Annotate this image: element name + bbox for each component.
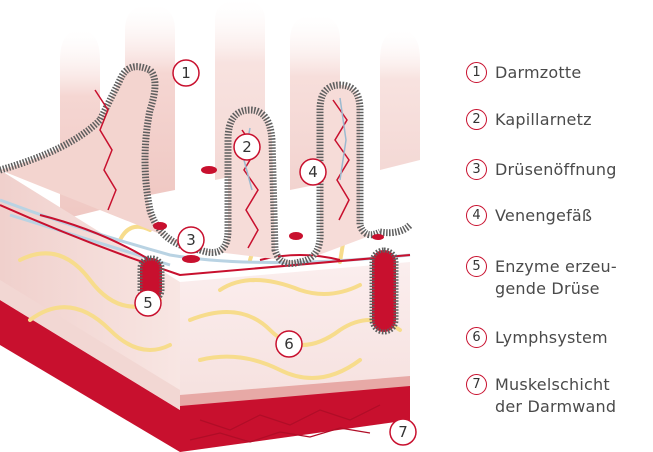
legend-item-6: 6 Lymphsystem — [466, 327, 608, 349]
legend-label: Muskelschicht der Darmwand — [495, 374, 616, 418]
legend-item-2: 2 Kapillarnetz — [466, 109, 592, 131]
marker-3: 3 — [178, 227, 204, 253]
legend-item-7: 7 Muskelschicht der Darmwand — [466, 374, 616, 418]
legend-number: 2 — [466, 109, 487, 130]
svg-text:5: 5 — [143, 294, 153, 312]
svg-text:3: 3 — [186, 231, 196, 249]
legend-item-3: 3 Drüsenöffnung — [466, 159, 617, 181]
legend-item-4: 4 Venengefäß — [466, 205, 592, 227]
legend-label: Lymphsystem — [495, 327, 608, 349]
legend-label: Darmzotte — [495, 62, 581, 84]
svg-text:2: 2 — [242, 138, 252, 156]
legend-number: 3 — [466, 159, 487, 180]
marker-6: 6 — [276, 331, 302, 357]
legend-label: Venengefäß — [495, 205, 592, 227]
legend-number: 5 — [466, 256, 487, 277]
legend-number: 4 — [466, 205, 487, 226]
marker-2: 2 — [234, 134, 260, 160]
svg-text:6: 6 — [284, 335, 294, 353]
legend-number: 1 — [466, 62, 487, 83]
svg-text:1: 1 — [181, 64, 191, 82]
marker-4: 4 — [300, 159, 326, 185]
marker-5: 5 — [135, 290, 161, 316]
legend-label: Drüsenöffnung — [495, 159, 617, 181]
legend-label: Kapillarnetz — [495, 109, 592, 131]
svg-text:4: 4 — [308, 163, 318, 181]
legend-number: 6 — [466, 327, 487, 348]
marker-7: 7 — [390, 419, 416, 445]
svg-text:7: 7 — [398, 423, 408, 441]
marker-1: 1 — [173, 60, 199, 86]
legend-label: Enzyme erzeu- gende Drüse — [495, 256, 617, 300]
legend-item-5: 5 Enzyme erzeu- gende Drüse — [466, 256, 617, 300]
legend-item-1: 1 Darmzotte — [466, 62, 581, 84]
legend-number: 7 — [466, 374, 487, 395]
